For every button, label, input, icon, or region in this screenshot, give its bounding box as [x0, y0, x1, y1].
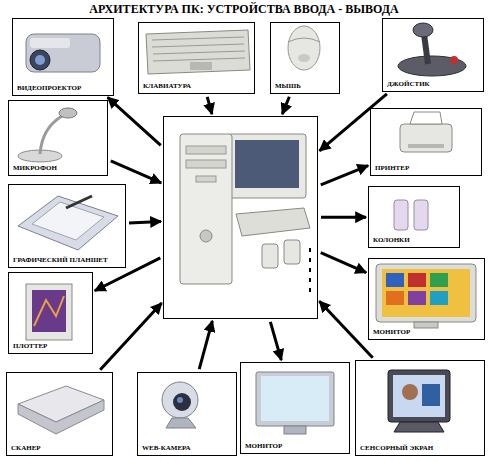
device-label: МОНИТОР — [241, 442, 282, 453]
arrow-connector — [111, 161, 161, 183]
device-label: ПРИНТЕР — [371, 164, 409, 175]
device-box: КОЛОНКИ — [368, 186, 460, 248]
device-box: СКАНЕР — [6, 372, 113, 456]
device-box: КЛАВИАТУРА — [138, 22, 255, 94]
arrow-connector — [321, 253, 366, 273]
device-label: МОНИТОР — [369, 328, 410, 339]
device-label: ВИДЕОПРОЕКТОР — [13, 84, 81, 95]
device-box: МОНИТОР — [240, 362, 350, 454]
arrow-connector — [129, 221, 161, 223]
device-label: СЕНСОРНЫЙ ЭКРАН — [356, 444, 433, 455]
device-box: ВИДЕОПРОЕКТОР — [12, 18, 114, 96]
device-label: КЛАВИАТУРА — [139, 82, 191, 93]
arrow-connector — [319, 301, 372, 358]
device-box: ПРИНТЕР — [370, 108, 482, 176]
device-box: МЫШЬ — [270, 22, 340, 94]
device-label: ДЖОЙСТИК — [383, 80, 430, 91]
device-label: ПЛОТТЕР — [9, 342, 47, 353]
computer-box — [163, 116, 318, 319]
device-label: МЫШЬ — [271, 82, 301, 93]
arrow-connector — [270, 322, 281, 360]
device-label: ГРАФИЧЕСКИЙ ПЛАНШЕТ — [9, 256, 108, 267]
device-label: МИКРОФОН — [9, 164, 57, 175]
device-box: МОНИТОР — [368, 258, 485, 340]
arrow-connector — [100, 303, 161, 370]
device-box: WEB-КАМЕРА — [137, 372, 237, 456]
arrow-connector — [207, 97, 212, 114]
diagram-title: АРХИТЕКТУРА ПК: УСТРОЙСТВА ВВОДА - ВЫВОД… — [0, 2, 488, 17]
device-label: КОЛОНКИ — [369, 236, 410, 247]
device-box: ДЖОЙСТИК — [382, 18, 484, 92]
device-box: СЕНСОРНЫЙ ЭКРАН — [355, 360, 485, 456]
arrow-connector — [199, 321, 212, 369]
device-box: ГРАФИЧЕСКИЙ ПЛАНШЕТ — [8, 184, 126, 268]
device-label: СКАНЕР — [7, 444, 41, 455]
arrow-connector — [108, 97, 161, 145]
device-box: ПЛОТТЕР — [8, 272, 93, 354]
device-label: WEB-КАМЕРА — [138, 444, 191, 455]
arrow-connector — [321, 216, 366, 219]
arrow-connector — [321, 166, 368, 185]
device-box: МИКРОФОН — [8, 100, 108, 176]
arrow-connector — [282, 97, 289, 114]
